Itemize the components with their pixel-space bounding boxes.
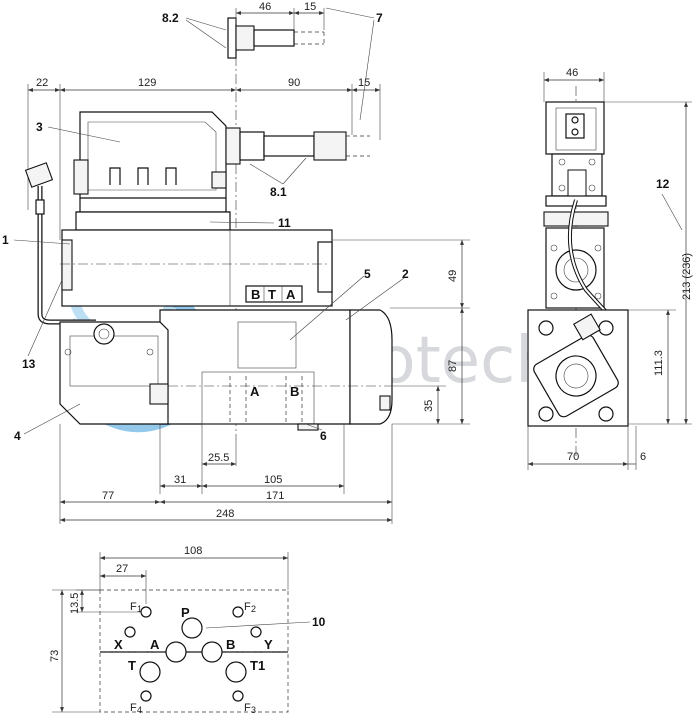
mounting-plate: 108 27 13.5 73 P A B T T1 X Y [49,545,326,715]
dim-129: 129 [138,77,156,89]
fix-sub-4: 4 [137,705,142,715]
side-dim-111-3: 111.3 [653,350,665,376]
fixing-hole-f1 [140,606,152,618]
electronics-housing [73,111,230,213]
side-dim-70: 70 [567,451,579,463]
side-dim-213: 213 (236) [681,253,693,300]
cable-assembly [24,162,96,325]
callout-13: 13 [22,357,36,371]
side-dim-6: 6 [640,451,646,463]
integrated-electronics [59,321,169,425]
port-b-hole [201,641,223,663]
callout-6: 6 [320,429,327,443]
dim-248: 248 [216,508,234,520]
plate-port-t: T [128,658,136,673]
plate-port-t1: T1 [250,658,265,673]
plate-dim-73: 73 [49,650,61,662]
valve-body: A B [60,309,393,431]
fixing-hole-f4 [140,690,152,702]
nameplate-a: A [286,287,296,302]
fixing-hole-f3 [232,690,244,702]
plate-dim-27: 27 [116,563,128,575]
callout-8-2: 8.2 [162,11,179,25]
dim-46-plug: 46 [259,1,271,13]
callout-8-1: 8.1 [270,185,287,199]
dim-87: 87 [447,360,459,372]
callout-12: 12 [656,177,670,191]
dim-77: 77 [102,490,114,502]
fix-sub-2: 2 [251,604,256,614]
dim-31: 31 [174,474,186,486]
dim-90: 90 [288,77,300,89]
plate-dim-108: 108 [184,545,202,557]
callout-5: 5 [364,267,371,281]
plate-dim-13-5: 13.5 [69,593,81,614]
dim-15-plug: 15 [304,1,316,13]
callout-11: 11 [278,216,291,230]
port-x-hole [124,626,136,638]
fix-sub-3: 3 [251,705,256,715]
intermediate-plate [75,211,231,231]
fix-label-f1: F [130,601,137,613]
plate-port-b: B [226,637,235,652]
port-y-hole [250,626,262,638]
dim-35: 35 [423,400,435,412]
nameplate-b: B [251,287,260,302]
plate-port-p: P [181,605,190,620]
fix-label-f3: F [244,702,251,714]
port-a-hole [165,641,187,663]
callout-7: 7 [376,11,383,25]
port-a-front: A [250,384,260,399]
side-dim-46: 46 [566,67,578,79]
plate-port-y: Y [264,637,273,652]
nameplate: B T A [245,285,303,303]
callout-1: 1 [2,233,9,247]
dim-22: 22 [36,77,48,89]
front-view: 22 129 90 15 46 15 8.2 7 [2,1,470,524]
plate-port-a: A [150,637,160,652]
plug-detail: 46 15 [227,1,325,59]
dim-49: 49 [447,270,459,282]
callout-2: 2 [402,267,409,281]
fix-sub-1: 1 [137,604,142,614]
nameplate-t: T [268,287,276,302]
callout-10: 10 [312,615,326,629]
port-b-front: B [290,384,299,399]
fix-label-f4: F [130,702,137,714]
dim-105: 105 [264,474,282,486]
callout-4: 4 [14,429,21,443]
fix-label-f2: F [244,601,251,613]
dim-171: 171 [266,490,284,502]
fixing-hole-f2 [232,606,244,618]
plate-port-x: X [114,637,123,652]
connector-plug [225,127,370,165]
dim-15-top: 15 [358,77,370,89]
port-p-hole [181,617,203,639]
side-electronics-module [533,313,619,418]
side-view: 46 [527,67,693,470]
dim-25-5: 25.5 [208,452,229,464]
port-t-hole [139,661,161,683]
port-t1-hole [225,661,247,683]
callout-3: 3 [36,120,43,134]
